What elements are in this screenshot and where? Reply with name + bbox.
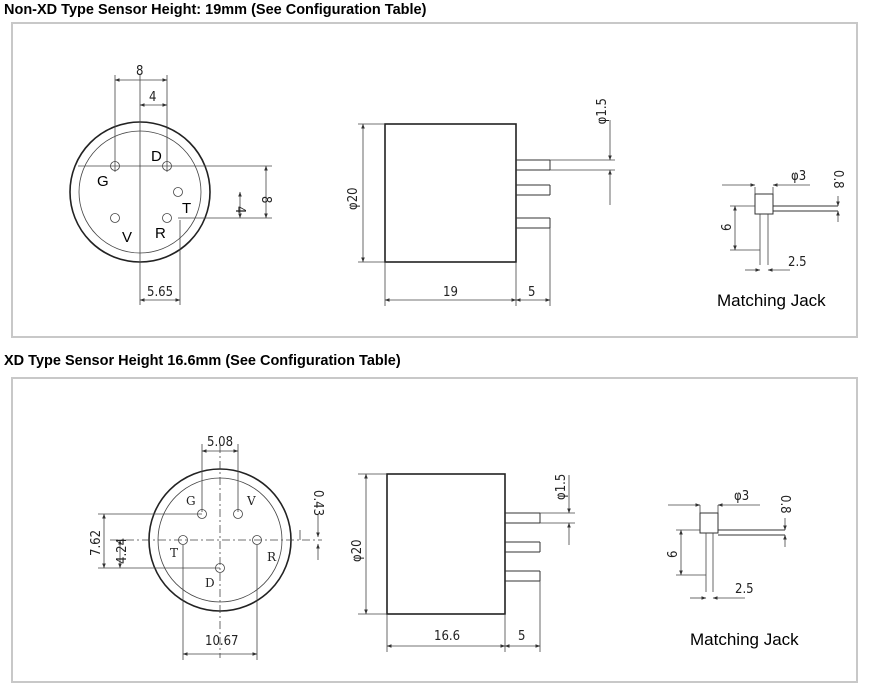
- section-heading-xd: XD Type Sensor Height 16.6mm (See Config…: [4, 353, 401, 369]
- xd-matching-jack: φ3 0.8 6 2.5 Matching Jack: [666, 489, 799, 649]
- xd-side-view: φ1.5 φ20 16.6 5: [350, 473, 575, 652]
- dim-pin-length: 5: [528, 285, 535, 300]
- xd-matching-jack-caption: Matching Jack: [690, 630, 799, 649]
- xd-dim-left-outer: 7.62: [89, 530, 104, 556]
- xd-pin-label-v: V: [246, 494, 256, 508]
- xd-pin-label-g: G: [186, 494, 196, 508]
- xd-dim-bottom: 10.67: [205, 634, 238, 649]
- xd-dim-side-diameter: φ20: [350, 539, 365, 562]
- xd-dim-pin-diameter: φ1.5: [554, 474, 569, 500]
- xd-drawing-panel: [11, 377, 858, 683]
- xd-pin-label-r: R: [267, 550, 277, 564]
- dim-top-half: 4: [149, 90, 156, 105]
- dim-pin-diameter: φ1.5: [595, 98, 610, 124]
- dim-body-height: 19: [443, 285, 458, 300]
- xd-front-view: 5.08 G V T R D 7.62 4.24 0.43 10.67: [89, 435, 325, 660]
- jack-thickness: 0.8: [830, 170, 845, 189]
- xd-dim-right: 0.43: [310, 490, 325, 516]
- dim-bottom: 5.65: [147, 285, 173, 300]
- non-xd-front-view: 8 4 8 4 G D T V R 5.65: [69, 64, 273, 305]
- pin-label-g: G: [97, 173, 109, 190]
- pin-label-v: V: [122, 229, 132, 246]
- xd-dim-left-inner: 4.24: [115, 538, 130, 564]
- jack-diameter: φ3: [791, 169, 806, 184]
- xd-jack-thickness: 0.8: [777, 495, 792, 514]
- pin-label-t: T: [182, 200, 191, 217]
- xd-dim-pin-length: 5: [518, 629, 525, 644]
- xd-dim-top: 5.08: [207, 435, 233, 450]
- section-heading-non-xd: Non-XD Type Sensor Height: 19mm (See Con…: [4, 2, 427, 18]
- dim-right-height: 8: [258, 196, 273, 203]
- dim-top-width: 8: [136, 64, 143, 79]
- xd-jack-length: 2.5: [735, 582, 754, 597]
- pin-label-r: R: [155, 225, 166, 242]
- pin-label-d: D: [151, 148, 162, 165]
- xd-pin-label-d: D: [205, 576, 215, 590]
- non-xd-drawing-panel: [11, 22, 858, 338]
- xd-jack-height: 6: [666, 551, 681, 558]
- non-xd-side-view: φ1.5 φ20 19 5: [346, 98, 615, 306]
- dim-right-half: 4: [232, 206, 247, 213]
- dim-side-diameter: φ20: [346, 187, 361, 210]
- non-xd-matching-jack: φ3 0.8 6 2.5 Matching Jack: [717, 169, 845, 310]
- xd-pin-label-t: T: [170, 546, 178, 560]
- jack-length: 2.5: [788, 255, 807, 270]
- xd-jack-diameter: φ3: [734, 489, 749, 504]
- jack-height: 6: [720, 224, 735, 231]
- matching-jack-caption: Matching Jack: [717, 291, 826, 310]
- xd-dim-body-height: 16.6: [434, 629, 460, 644]
